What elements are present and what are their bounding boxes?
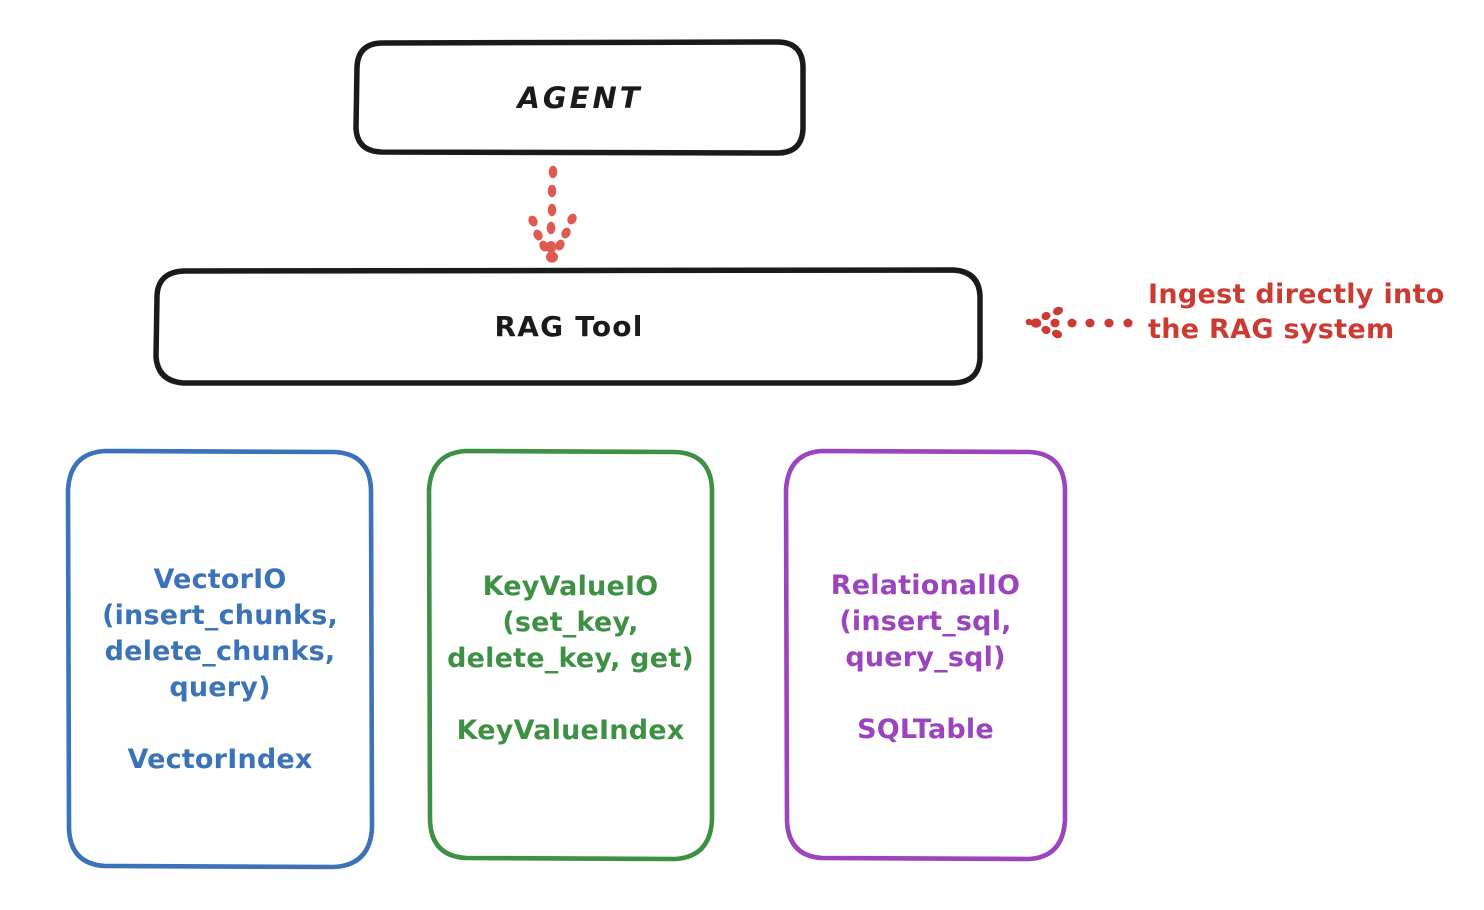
rag-tool-box-outline: [153, 267, 983, 386]
vectorio-node-label: VectorIO (insert_chunks, delete_chunks, …: [102, 564, 338, 775]
vectorio-box-outline: [65, 448, 375, 870]
agent-node-label: AGENT: [517, 80, 643, 115]
keyvalueio-node-label: KeyValueIO (set_key, delete_key, get) Ke…: [447, 571, 694, 746]
agent-box-outline: [353, 39, 806, 156]
agent-node[interactable]: AGENT: [356, 42, 804, 154]
rag-tool-node[interactable]: RAG Tool: [156, 270, 982, 384]
keyvalueio-node[interactable]: KeyValueIO (set_key, delete_key, get) Ke…: [429, 450, 712, 860]
relationalio-node-label: RelationalIO (insert_sql, query_sql) SQL…: [830, 570, 1021, 745]
keyvalueio-box-outline: [426, 448, 715, 862]
vectorio-node[interactable]: VectorIO (insert_chunks, delete_chunks, …: [68, 450, 372, 868]
rag-tool-node-label: RAG Tool: [494, 309, 644, 343]
relationalio-node[interactable]: RelationalIO (insert_sql, query_sql) SQL…: [786, 450, 1065, 860]
agent-to-ragtool-arrow: [528, 165, 577, 263]
ingest-to-ragtool-arrow: [1025, 306, 1133, 339]
relationalio-box-outline: [783, 448, 1068, 862]
ingest-annotation-text: Ingest directly into the RAG system: [1148, 279, 1445, 345]
